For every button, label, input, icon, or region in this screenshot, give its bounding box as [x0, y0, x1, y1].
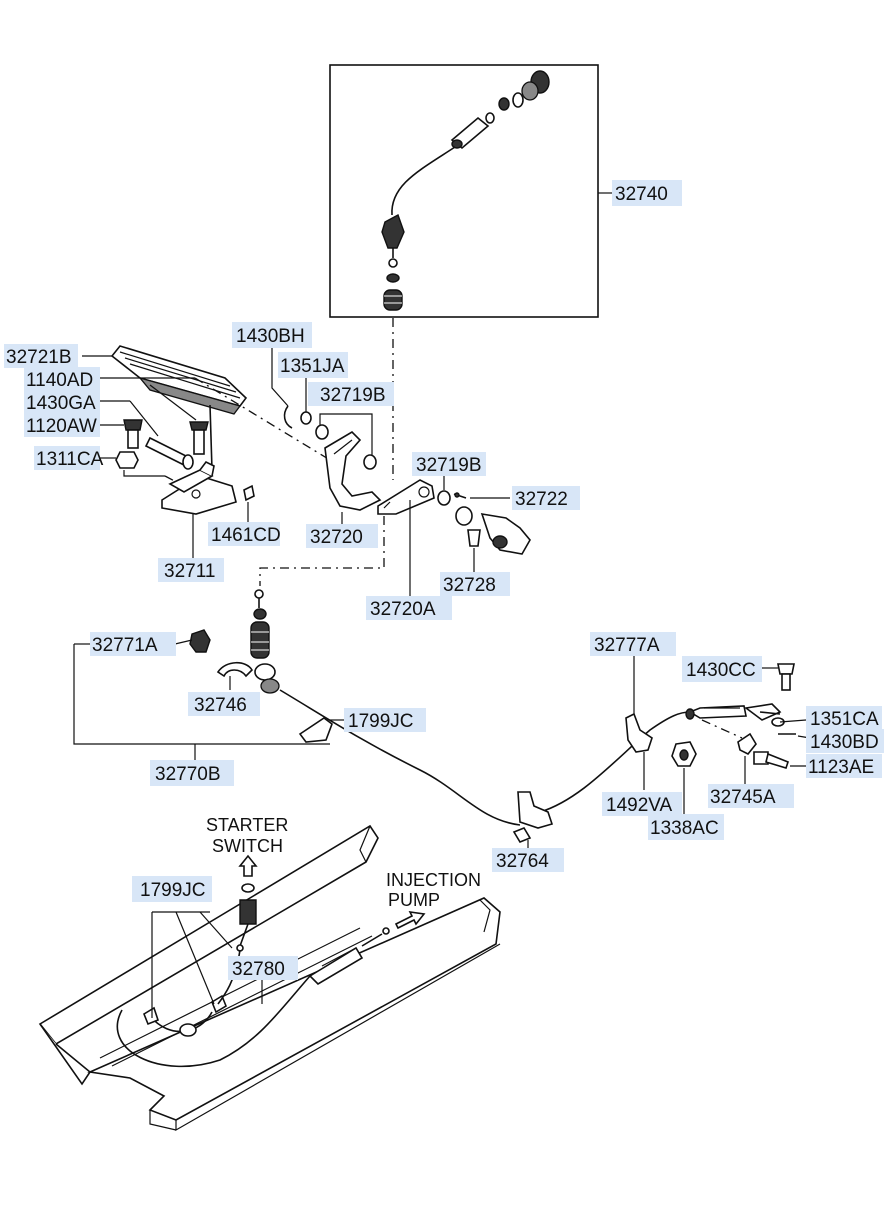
label-1123AE: 1123AE [808, 757, 874, 778]
inset-cable-box [329, 64, 612, 318]
label-32771A: 32771A [92, 635, 158, 656]
bushing-32719B-b [437, 474, 451, 506]
label-32711: 32711 [164, 561, 215, 582]
note-injection-line2: PUMP [388, 890, 440, 910]
label-32764: 32764 [496, 851, 549, 872]
callout-32770B [73, 644, 330, 745]
floor-frame [38, 824, 501, 1132]
label-32719B-b: 32719B [416, 455, 482, 476]
note-starter-line1: STARTER [206, 815, 288, 835]
label-1461CD: 1461CD [211, 525, 281, 546]
label-32722: 32722 [515, 489, 568, 510]
label-32746: 32746 [194, 695, 247, 716]
label-1140AD: 1140AD [26, 370, 93, 391]
label-32728: 32728 [443, 575, 496, 596]
pedal-bracket [161, 460, 237, 560]
label-1492VA: 1492VA [606, 795, 673, 816]
label-1430GA: 1430GA [26, 393, 96, 414]
label-1351CA: 1351CA [810, 709, 879, 730]
accelerator-pedal [110, 345, 248, 471]
bolt-1120AW [100, 419, 143, 449]
clip-1461CD [243, 484, 255, 522]
label-32745A: 32745A [710, 787, 776, 808]
note-starter-line2: SWITCH [212, 836, 283, 856]
label-1120AW: 1120AW [26, 416, 97, 437]
label-1799JC-b: 1799JC [140, 880, 206, 901]
label-1799JC-a: 1799JC [348, 711, 414, 732]
label-1430BD: 1430BD [810, 732, 879, 753]
label-1351JA: 1351JA [280, 356, 345, 377]
label-1430BH: 1430BH [236, 326, 305, 347]
label-32780: 32780 [232, 959, 285, 980]
bushing-32719B-a [315, 413, 377, 470]
lever-32720A [377, 479, 435, 596]
note-injection-line1: INJECTION [386, 870, 481, 890]
label-1430CC: 1430CC [686, 660, 756, 681]
label-32720A: 32720A [370, 599, 436, 620]
cable-32770B [189, 516, 811, 848]
label-32740: 32740 [615, 184, 668, 205]
pedal-arm-32720 [324, 430, 382, 524]
bolt-1140AD [149, 384, 209, 455]
label-1311CA: 1311CA [36, 449, 104, 470]
part-labels: 32740 1430BH 1351JA 32721B 1140AD 32719B… [4, 180, 884, 980]
bracket-32728 [455, 506, 531, 572]
label-32770B: 32770B [155, 764, 221, 785]
label-32721B: 32721B [6, 347, 72, 368]
label-1338AC: 1338AC [650, 818, 719, 839]
label-32777A: 32777A [594, 635, 660, 656]
clip-1430BH [271, 348, 293, 429]
bolt-1430GA [100, 400, 194, 470]
label-32720: 32720 [310, 527, 363, 548]
washer-1351JA [300, 376, 312, 425]
label-32719B-a: 32719B [320, 385, 386, 406]
pin-32722 [453, 492, 510, 499]
